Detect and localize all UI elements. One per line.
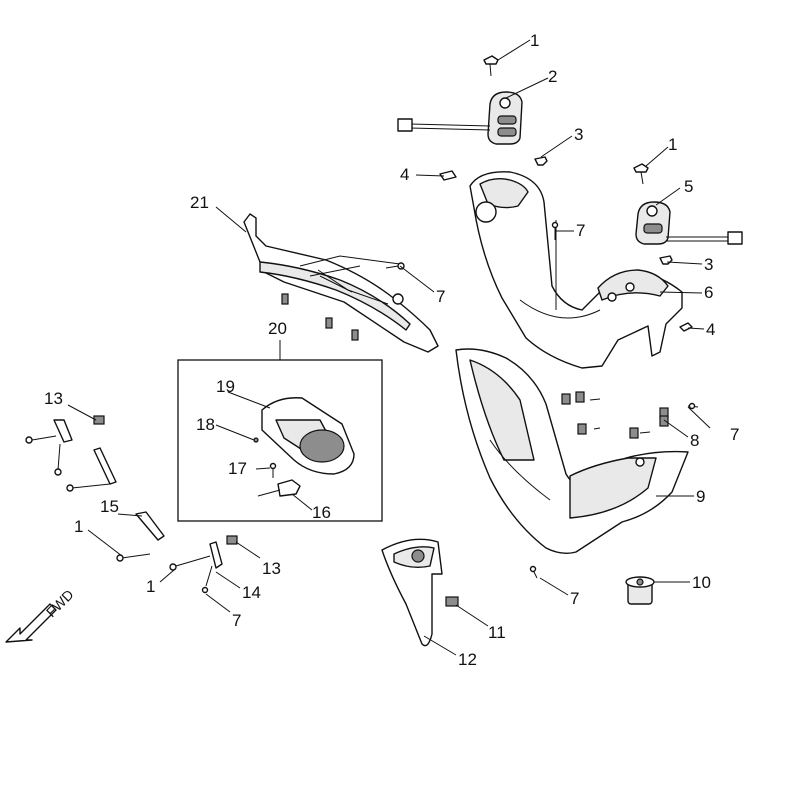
callout-12: 12 [458, 650, 477, 669]
callout-16: 16 [312, 503, 331, 522]
callout-3: 3 [574, 125, 583, 144]
body-cover-icon [455, 348, 689, 555]
screw-icon [483, 55, 499, 77]
callout-7: 7 [232, 611, 241, 630]
callout-11: 11 [488, 623, 506, 642]
leader-lines [67, 39, 711, 656]
callout-18: 18 [196, 415, 215, 434]
handlebar-switch-icon [257, 479, 301, 497]
callout-7: 7 [576, 221, 585, 240]
callout-17: 17 [228, 459, 247, 478]
clip-icon [445, 596, 459, 607]
bracket-icon [66, 447, 117, 492]
callout-7: 7 [436, 287, 445, 306]
callout-1: 1 [74, 517, 83, 536]
callout-2: 2 [548, 67, 557, 86]
callout-5: 5 [684, 177, 693, 196]
callout-14: 14 [242, 583, 261, 602]
callout-10: 10 [692, 573, 711, 592]
body-cover-icon [469, 171, 683, 369]
clip-icon [93, 415, 105, 425]
clip-icon [561, 391, 669, 439]
bracket-icon [243, 213, 439, 353]
clip-icon [625, 576, 655, 605]
screw-icon [116, 553, 151, 562]
callout-8: 8 [690, 431, 699, 450]
callout-7: 7 [570, 589, 579, 608]
fwd-arrow-icon [5, 603, 57, 643]
callout-7: 7 [730, 425, 739, 444]
clip-icon [679, 322, 693, 332]
bracket-icon [169, 541, 223, 594]
screw-icon [534, 156, 548, 166]
bracket-icon [381, 538, 443, 647]
callout-3: 3 [704, 255, 713, 274]
callout-9: 9 [696, 487, 705, 506]
screw-icon [551, 221, 559, 240]
callout-19: 19 [216, 377, 235, 396]
callout-6: 6 [704, 283, 713, 302]
screw-icon [633, 163, 649, 185]
clip-icon [439, 170, 457, 181]
clip-icon [226, 535, 238, 545]
body-cover-icon [261, 397, 355, 475]
callout-15: 15 [100, 497, 119, 516]
callout-13: 13 [44, 389, 63, 408]
handlebar-switch-icon [635, 201, 743, 245]
bracket-icon [25, 419, 73, 476]
screw-icon [385, 262, 405, 270]
callout-1: 1 [668, 135, 677, 154]
screw-icon [659, 255, 673, 265]
screw-icon [529, 565, 538, 579]
callout-4: 4 [400, 165, 409, 184]
direction-label: FWD [43, 586, 77, 620]
bracket-icon [135, 511, 165, 541]
screw-icon [269, 462, 277, 478]
callout-13: 13 [262, 559, 281, 578]
clip-icon [253, 437, 259, 443]
callout-20: 20 [268, 319, 287, 338]
callout-1: 1 [146, 577, 155, 596]
screw-icon [589, 398, 699, 434]
callout-21: 21 [190, 193, 209, 212]
callout-4: 4 [706, 320, 715, 339]
callout-1: 1 [530, 31, 539, 50]
handlebar-switch-icon [397, 91, 523, 145]
